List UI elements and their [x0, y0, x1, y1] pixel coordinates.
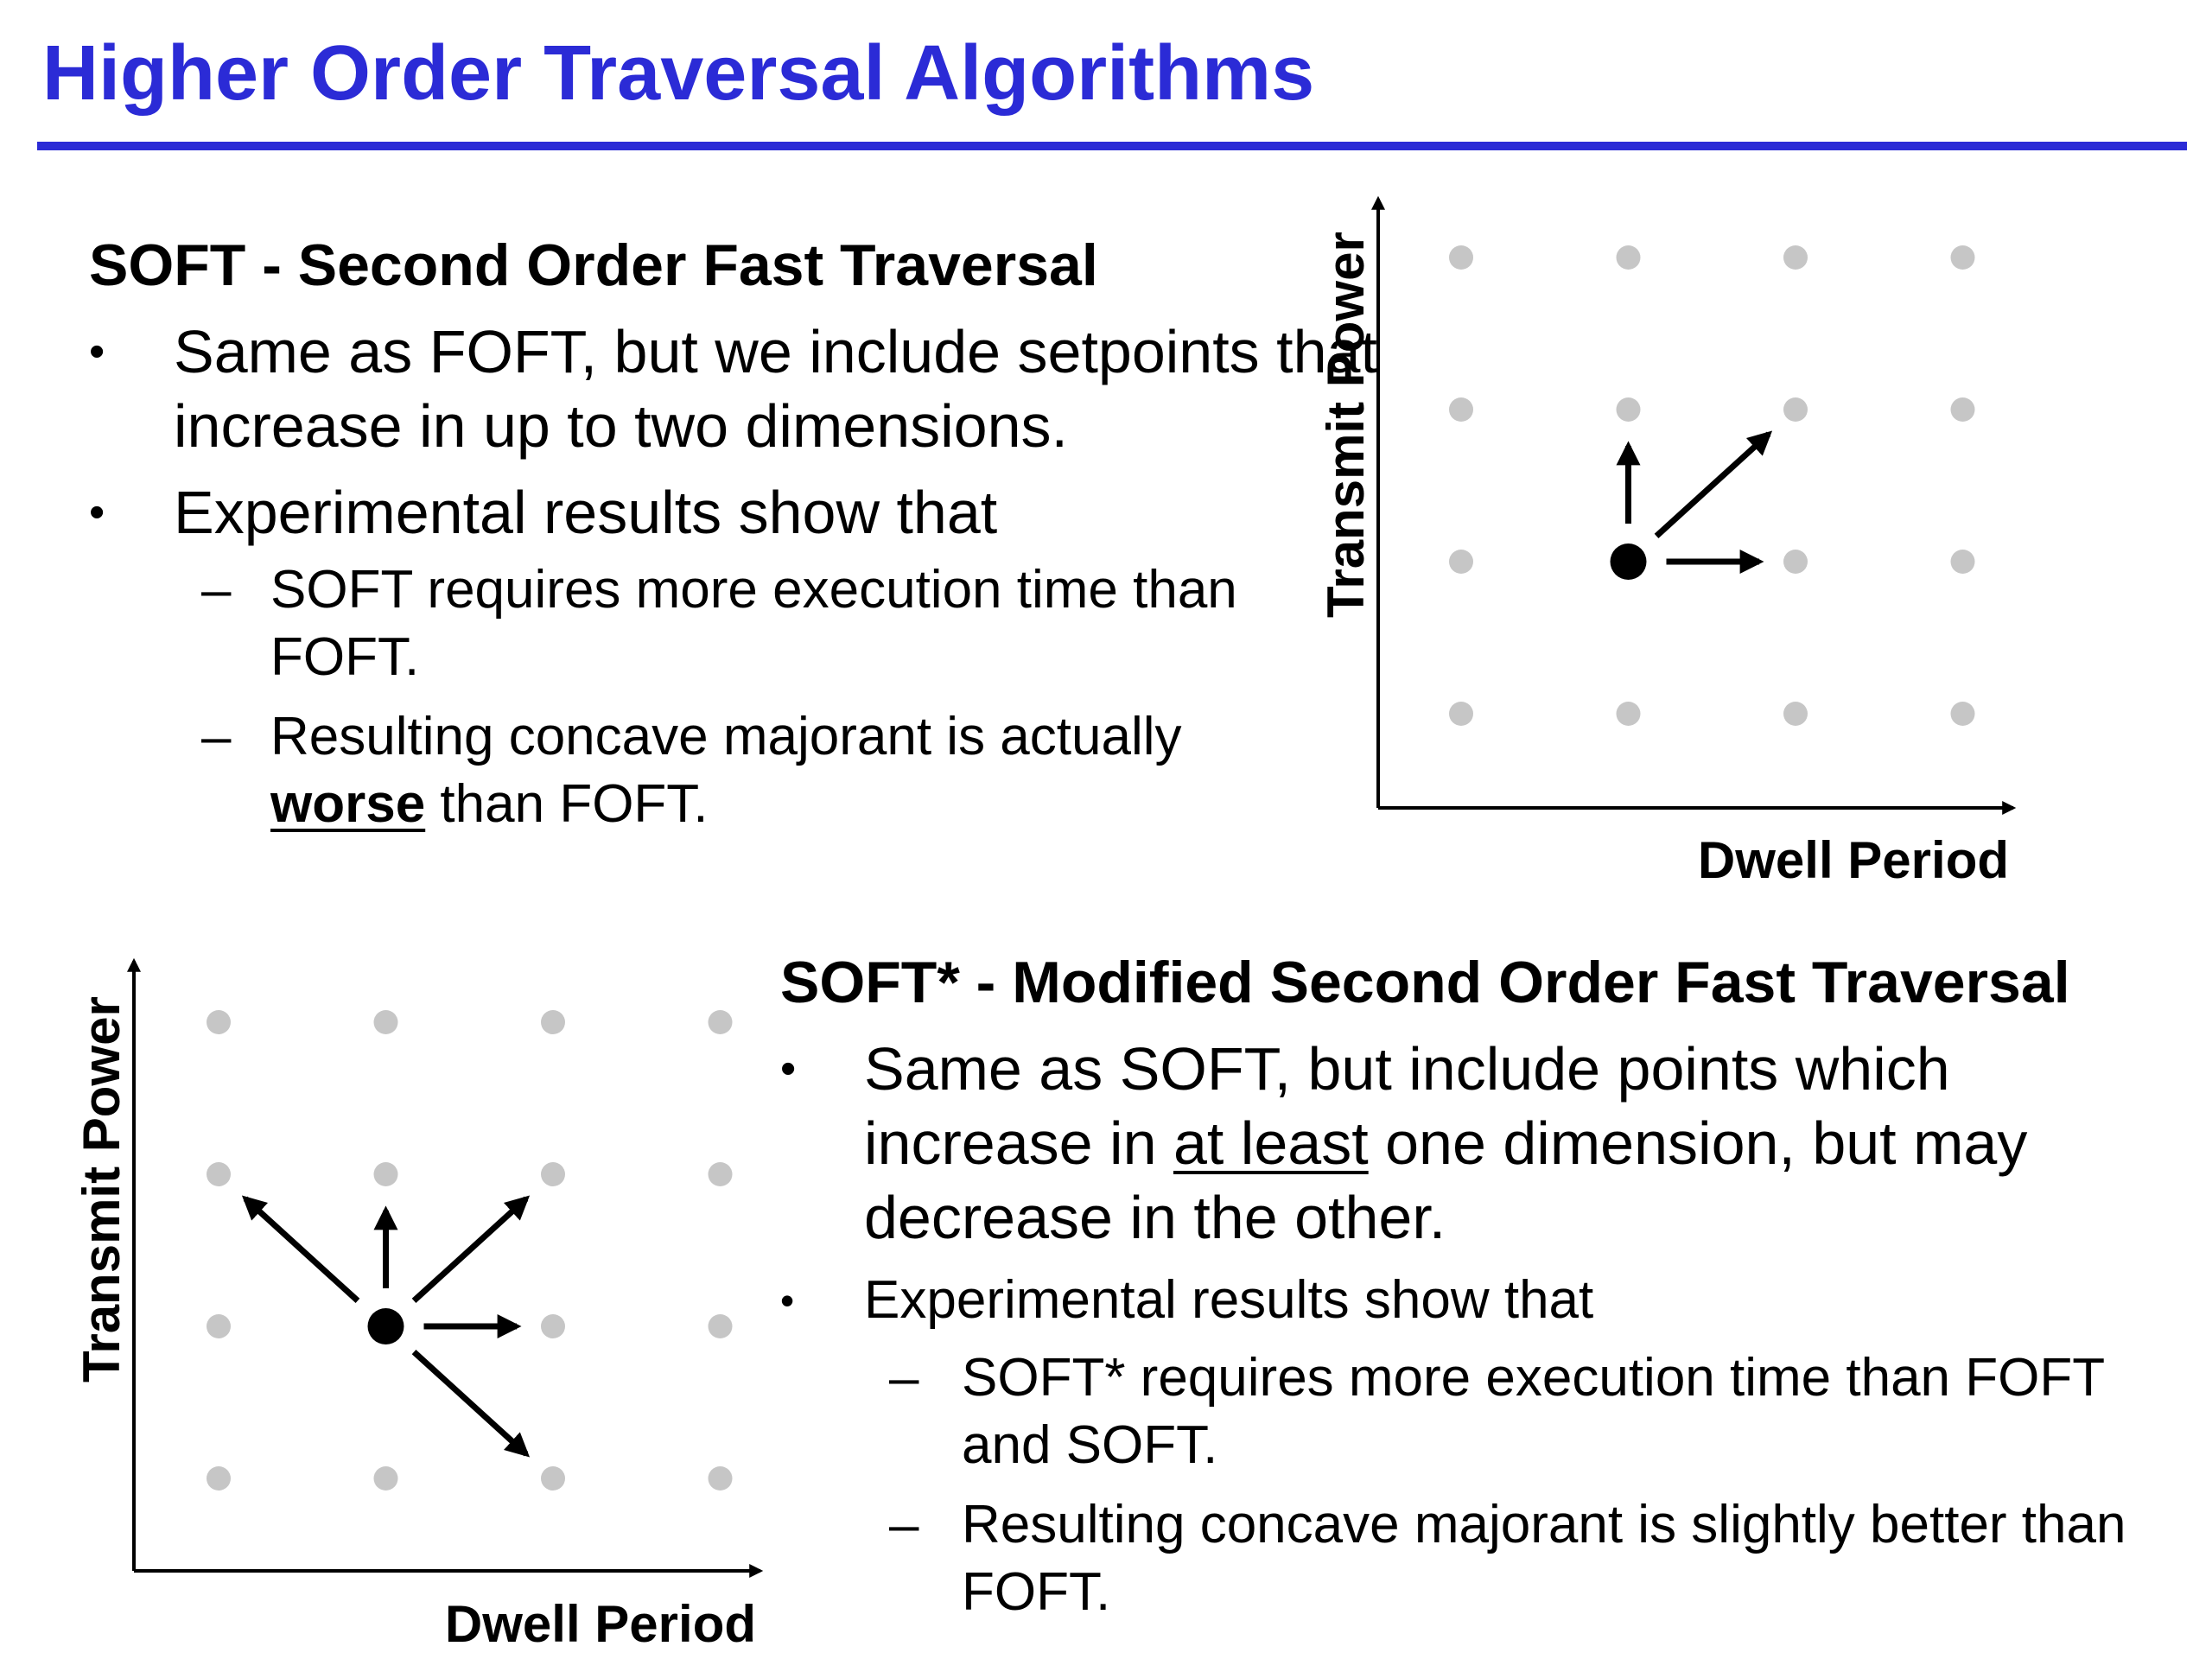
- setpoint-dot: [373, 1466, 398, 1491]
- dash-marker: –: [889, 1348, 919, 1408]
- setpoint-dot: [1616, 245, 1641, 270]
- setpoint-dot: [373, 1162, 398, 1186]
- setpoint-dot: [1449, 550, 1473, 574]
- soft-heading: SOFT - Second Order Fast Traversal: [89, 232, 1098, 298]
- soft-star-bullet-2-text: Experimental results show that: [864, 1270, 1594, 1331]
- soft-bullet-1: • Same as FOFT, but we include setpoints…: [89, 315, 1377, 463]
- setpoint-dot: [541, 1010, 565, 1034]
- setpoint-dot: [1950, 702, 1975, 726]
- soft-sub-1-text: SOFT requires more execution time than F…: [270, 560, 1237, 688]
- move-arrow: [411, 1350, 531, 1458]
- soft-star-bullet-1-before: Same as SOFT, but include points which i…: [864, 1035, 1950, 1178]
- y-axis-label: Transmit Power: [73, 996, 130, 1382]
- current-setpoint: [1610, 543, 1647, 580]
- soft-star-heading: SOFT* - Modified Second Order Fast Trave…: [780, 950, 2070, 1015]
- soft-sub-2-before: Resulting concave majorant is actually: [270, 707, 1182, 767]
- soft-star-sub-2-text: Resulting concave majorant is slightly b…: [962, 1495, 2126, 1623]
- bullet-marker: •: [780, 1278, 795, 1324]
- setpoint-dot: [708, 1010, 733, 1034]
- setpoint-dot: [1449, 245, 1473, 270]
- setpoint-dot: [541, 1314, 565, 1338]
- setpoint-dot: [207, 1466, 231, 1491]
- setpoint-dot: [1449, 702, 1473, 726]
- page-title: Higher Order Traversal Algorithms: [42, 30, 1315, 117]
- soft-star-bullet-1-emphasis: at least: [1173, 1109, 1369, 1178]
- setpoint-dot: [708, 1466, 733, 1491]
- soft-star-sub-1-text: SOFT* requires more execution time than …: [962, 1348, 2104, 1476]
- move-arrow: [241, 1195, 360, 1303]
- soft-star-section: SOFT* - Modified Second Order Fast Trave…: [780, 949, 2197, 1626]
- setpoint-dot: [1950, 397, 1975, 422]
- soft-star-traversal-diagram: Transmit Power Dwell Period: [73, 957, 764, 1650]
- bullet-marker: •: [89, 327, 105, 378]
- setpoint-dot: [1616, 702, 1641, 726]
- setpoint-dot: [1950, 245, 1975, 270]
- soft-star-bullet-1-after: one dimension, but may decrease in the o…: [864, 1109, 2028, 1252]
- soft-sub-2: – Resulting concave majorant is actually…: [89, 703, 1316, 838]
- soft-sub-2-after: than FOFT.: [425, 774, 709, 835]
- soft-bullet-2-text: Experimental results show that: [174, 479, 998, 547]
- soft-sub-2-emphasis: worse: [270, 774, 426, 835]
- setpoint-dot: [1783, 702, 1808, 726]
- soft-sub-1: – SOFT requires more execution time than…: [89, 556, 1316, 691]
- move-arrow: [411, 1195, 531, 1303]
- dash-marker: –: [201, 707, 232, 767]
- setpoint-dot: [373, 1010, 398, 1034]
- setpoint-dot: [541, 1466, 565, 1491]
- soft-star-sub-1: – SOFT* requires more execution time tha…: [780, 1344, 2197, 1479]
- setpoint-dot: [1950, 550, 1975, 574]
- soft-star-bullet-2: • Experimental results show that: [780, 1263, 2197, 1338]
- soft-star-sub-2: – Resulting concave majorant is slightly…: [780, 1491, 2197, 1626]
- setpoint-dot: [207, 1162, 231, 1186]
- setpoint-dot: [541, 1162, 565, 1186]
- bullet-marker: •: [780, 1044, 797, 1095]
- soft-traversal-diagram: Transmit Power Dwell Period: [1317, 195, 2017, 889]
- soft-bullet-1-text: Same as FOFT, but we include setpoints t…: [174, 318, 1377, 461]
- dash-marker: –: [889, 1495, 919, 1555]
- soft-star-bullet-1: • Same as SOFT, but include points which…: [780, 1032, 2197, 1255]
- current-setpoint: [367, 1308, 404, 1344]
- y-axis-label: Transmit Power: [1317, 232, 1375, 618]
- title-divider: [37, 142, 2187, 150]
- dash-marker: –: [201, 560, 232, 620]
- setpoint-dot: [1783, 397, 1808, 422]
- setpoint-dot: [1783, 550, 1808, 574]
- setpoint-dot: [708, 1162, 733, 1186]
- move-arrow: [1654, 430, 1773, 538]
- setpoint-dot: [1449, 397, 1473, 422]
- setpoint-dot: [708, 1314, 733, 1338]
- setpoint-dot: [1616, 397, 1641, 422]
- x-axis-label: Dwell Period: [445, 1595, 756, 1650]
- setpoint-dot: [207, 1010, 231, 1034]
- soft-sub-2-text: Resulting concave majorant is actually w…: [270, 703, 1307, 838]
- soft-bullet-2: • Experimental results show that: [89, 475, 1316, 550]
- setpoint-dot: [1783, 245, 1808, 270]
- soft-section: SOFT - Second Order Fast Traversal • Sam…: [89, 232, 1377, 838]
- soft-star-bullet-1-text: Same as SOFT, but include points which i…: [864, 1032, 2091, 1255]
- x-axis-label: Dwell Period: [1698, 831, 2009, 889]
- setpoint-dot: [207, 1314, 231, 1338]
- bullet-marker: •: [89, 487, 105, 538]
